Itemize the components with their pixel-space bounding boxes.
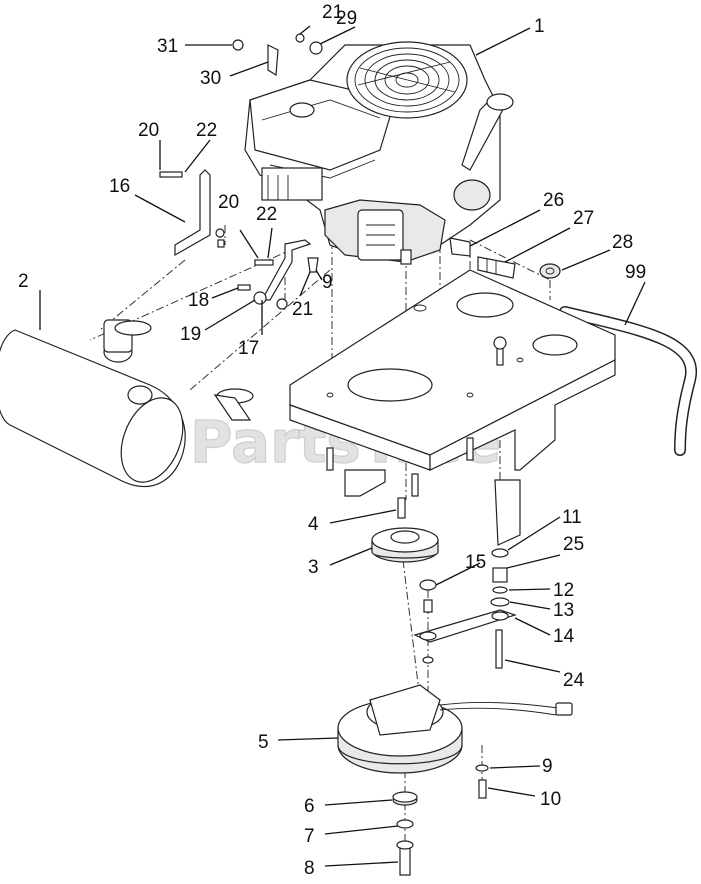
leader-lines [39, 25, 646, 867]
callout-7: 7 [304, 826, 315, 847]
callout-22-upper: 22 [196, 120, 217, 141]
electric-clutch [337, 684, 573, 774]
callout-4: 4 [308, 514, 319, 535]
idler-assembly [413, 548, 517, 669]
callout-18: 18 [188, 290, 209, 311]
callout-1: 1 [534, 16, 545, 37]
callout-labels: 1 2 3 4 5 6 7 8 9 9 10 11 12 13 14 15 16… [18, 2, 646, 879]
callout-20-upper: 20 [138, 120, 159, 141]
engine [244, 41, 514, 265]
callout-9-lower: 9 [542, 756, 553, 777]
callout-31: 31 [157, 36, 178, 57]
callout-24: 24 [563, 670, 585, 691]
callout-3: 3 [308, 557, 319, 578]
callout-8: 8 [304, 858, 315, 879]
callout-15: 15 [465, 552, 486, 573]
callout-27: 27 [573, 208, 594, 229]
callout-21-upper: 21 [322, 2, 343, 23]
engine-pulley [371, 497, 439, 563]
clutch-hardware [392, 764, 489, 876]
callout-26: 26 [543, 190, 564, 211]
callout-21-lower: 21 [292, 299, 313, 320]
callout-2: 2 [18, 271, 29, 292]
callout-22-lower: 22 [256, 204, 277, 225]
callout-10: 10 [540, 789, 561, 810]
callout-6: 6 [304, 796, 315, 817]
callout-30: 30 [200, 68, 221, 89]
callout-19: 19 [180, 324, 201, 345]
callout-14: 14 [553, 626, 575, 647]
callout-13: 13 [553, 600, 574, 621]
callout-16: 16 [109, 176, 130, 197]
callout-5: 5 [258, 732, 269, 753]
muffler [0, 319, 254, 488]
callout-11: 11 [562, 507, 582, 528]
callout-28: 28 [612, 232, 633, 253]
callout-9-upper: 9 [322, 272, 333, 293]
callout-99: 99 [625, 262, 646, 283]
callout-25: 25 [563, 534, 584, 555]
callout-17: 17 [238, 338, 259, 359]
muffler-brackets [159, 33, 323, 310]
callout-20-lower: 20 [218, 192, 239, 213]
fuel-fittings [449, 237, 561, 279]
engine-deck-frame [289, 269, 616, 546]
callout-12: 12 [553, 580, 574, 601]
callout-29: 29 [336, 8, 357, 29]
